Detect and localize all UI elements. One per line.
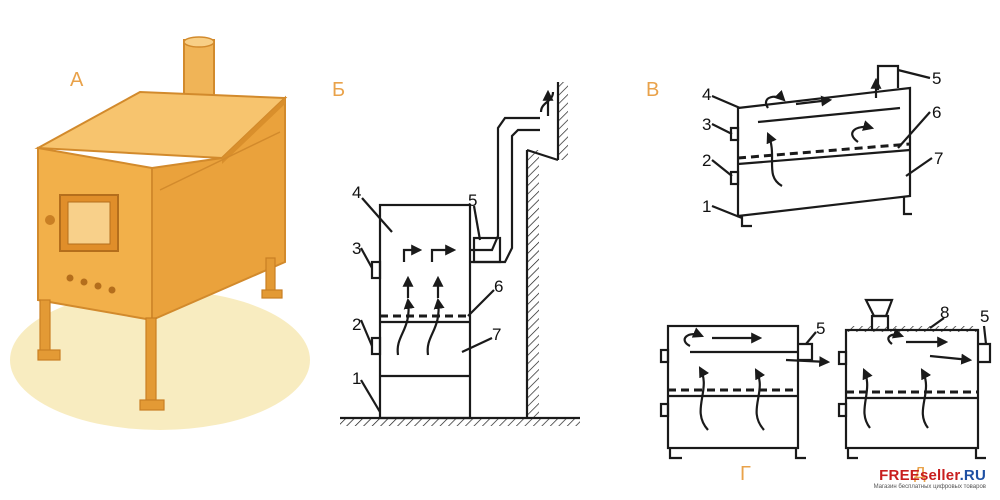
label-v-6: 6 — [932, 103, 941, 122]
watermark-brand: FREEseller.RU — [879, 467, 986, 484]
flue-pipe — [470, 116, 540, 252]
floor-hatch — [340, 418, 580, 426]
flow-arrow — [396, 297, 415, 356]
label-b-3: 3 — [352, 239, 361, 258]
baffle-v — [757, 106, 901, 124]
watermark-tagline: Магазин бесплатных цифровых товаров — [873, 484, 986, 490]
panel-label-d: д — [914, 461, 926, 483]
panel-label-v: В — [646, 79, 659, 101]
floor-shadow — [10, 290, 310, 430]
label-g-5: 5 — [816, 319, 825, 338]
panel-a-stove-illustration — [10, 36, 310, 430]
cooktop-d — [846, 326, 978, 332]
flue-g — [798, 342, 814, 362]
stove-body-g — [666, 324, 800, 450]
door-handle — [45, 215, 55, 225]
flue-v — [876, 64, 900, 90]
watermark: FREEseller.RU Магазин бесплатных цифровы… — [874, 467, 986, 490]
panel-label-g: Г — [740, 463, 751, 485]
label-b-4: 4 — [352, 183, 361, 202]
label-v-4: 4 — [702, 85, 711, 104]
leg-front-right — [145, 317, 157, 401]
label-b-2: 2 — [352, 315, 361, 334]
hopper-d — [864, 298, 894, 318]
label-v-5: 5 — [932, 69, 941, 88]
stove-body-d — [844, 328, 980, 450]
label-d-5: 5 — [980, 307, 989, 326]
label-v-3: 3 — [702, 115, 711, 134]
panel-v-section: 1 2 3 4 5 6 7 — [702, 64, 943, 228]
label-v-7: 7 — [934, 149, 943, 168]
label-b-6: 6 — [494, 277, 503, 296]
stove-body — [378, 203, 472, 420]
panel-label-b: Б — [332, 79, 345, 101]
stove-side — [151, 95, 286, 322]
label-b-1: 1 — [352, 369, 361, 388]
wall-hatch — [527, 150, 539, 418]
panel-g-section: 5 — [659, 319, 831, 460]
label-v-1: 1 — [702, 197, 711, 216]
panel-d-section: 8 5 — [837, 298, 992, 460]
label-v-2: 2 — [702, 151, 711, 170]
label-d-8: 8 — [940, 303, 949, 322]
flue-d — [978, 342, 992, 364]
panel-label-a: А — [70, 69, 84, 91]
leg-front-left — [39, 299, 51, 359]
panel-b-section: 1 2 3 4 5 6 7 — [340, 82, 580, 426]
label-b-5: 5 — [468, 191, 477, 210]
label-b-7: 7 — [492, 325, 501, 344]
grate-line-v — [737, 142, 911, 160]
